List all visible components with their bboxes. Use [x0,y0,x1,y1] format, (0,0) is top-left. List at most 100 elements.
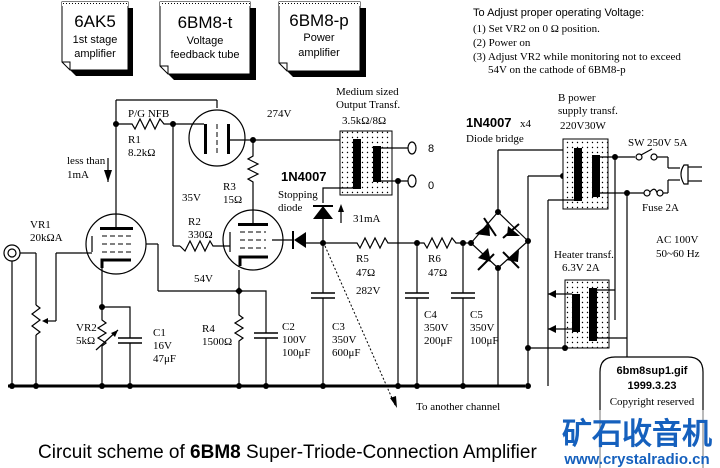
note-6bm8-p: 6BM8-p Power amplifier [278,1,366,77]
instruction-step: (1) Set VR2 on 0 Ω position. [473,23,600,35]
voltage-282v: 282V [356,285,381,297]
c1-name: C1 [153,327,166,339]
instruction-step: 54V on the cathode of 6BM8-p [488,64,626,76]
c5-name: C5 [470,309,483,321]
diode-1n4007-label: 1N4007 [281,169,327,184]
c1-capacitance: 47μF [153,353,176,365]
tube-6bm8-triode [188,109,253,167]
title-bold: 6BM8 [190,442,241,463]
r6-name: R6 [428,253,441,265]
another-channel-label: To another channel [416,401,500,413]
vr1-potentiometer: VR1 20kΩA [30,219,82,386]
r1-value: 8.2kΩ [128,147,155,159]
power-switch[interactable]: SW 250V 5A [628,137,688,161]
voltage-274v: 274V [267,108,292,120]
fuse-label: Fuse 2A [642,202,679,214]
bridge-x4: x4 [520,118,532,130]
heater-label-2: 6.3V 2A [562,262,600,274]
tube-6bm8-pentode [222,209,293,271]
current-31ma: 31mA [353,213,381,225]
r3-name: R3 [223,181,236,193]
bpower-label-2: supply transf. [558,105,618,117]
stamp-box: 6bm8sup1.gif 1999.3.23 Copyright reserve… [599,356,704,468]
pg-nfb-label: P/G NFB [128,108,169,120]
stopping-label-2: diode [278,202,303,214]
c3-capacitor: C3 350V 600μF [311,243,361,386]
output-transformer: Medium sized Output Transf. 3.5kΩ/8Ω 8 0 [336,86,434,196]
instruction-step: (3) Adjust VR2 while monitoring not to e… [473,51,681,63]
vr1-value: 20kΩA [30,232,63,244]
bpower-rating: 220V30W [560,120,606,132]
vr1-name: VR1 [30,219,51,231]
instruction-step: (2) Power on [473,37,531,49]
ac-plug: AC 100V 50~60 Hz [656,157,702,260]
voltage-54v: 54V [194,273,213,285]
r4-name: R4 [202,323,215,335]
watermark: 矿石收音机 www.crystalradio.cn [555,410,720,468]
ac-label-1: AC 100V [656,234,699,246]
watermark-url: www.crystalradio.cn [563,451,709,468]
r3-value: 15Ω [223,194,242,206]
tap-0: 0 [428,180,434,192]
bpower-label-1: B power [558,92,596,104]
c5-capacitance: 100μF [470,335,499,347]
c2-capacitor: C2 100V 100μF [239,290,311,386]
another-channel-line [324,245,396,406]
r1-name: R1 [128,134,141,146]
instructions-title: To Adjust proper operating Voltage: [473,7,644,19]
c3-name: C3 [332,321,345,333]
r6-value: 47Ω [428,267,447,279]
stamp-filename: 6bm8sup1.gif [617,365,688,377]
note-line: 1st stage [73,34,118,46]
c4-capacitor: C4 350V 200μF [405,243,453,386]
note-line: amplifier [298,47,340,59]
note-6bm8-t: 6BM8-t Voltage feedback tube [159,1,256,80]
c1-voltage: 16V [153,340,172,352]
output-transf-label-1: Medium sized [336,86,399,98]
note-line: Voltage [187,35,224,47]
r6-resistor: R6 47Ω [417,236,463,279]
note-line: feedback tube [170,49,239,61]
tap-8: 8 [428,143,434,155]
c4-capacitance: 200μF [424,335,453,347]
r2-resistor: R2 330Ω [179,216,223,253]
fuse: Fuse 2A [642,188,679,214]
stamp-copyright: Copyright reserved [610,396,695,408]
c5-capacitor: C5 350V 100μF [451,243,499,386]
r1-resistor: P/G NFB R1 8.2kΩ [116,108,204,159]
heater-transformer: Heater transf. 6.3V 2A [525,249,627,351]
note-line: Power [303,32,335,44]
note-line: amplifier [74,48,116,60]
note-6ak5: 6AK5 1st stage amplifier [61,1,133,76]
r4-value: 1500Ω [202,336,232,348]
r5-name: R5 [356,253,369,265]
c2-name: C2 [282,321,295,333]
vr2-variable-resistor: VR2 5kΩ [76,307,119,386]
r2-value: 330Ω [188,229,213,241]
title-prefix: Circuit scheme of [38,442,190,463]
vr2-value: 5kΩ [76,335,95,347]
current-1ma: 1mA [67,169,89,181]
screen-diode [292,231,323,249]
voltage-35v: 35V [182,192,201,204]
r2-name: R2 [188,216,201,228]
c4-voltage: 350V [424,322,449,334]
watermark-cn: 矿石收音机 [562,417,712,451]
r3-resistor: R3 15Ω [223,140,260,210]
note-tube: 6BM8-t [178,13,233,32]
c4-name: C4 [424,309,437,321]
instructions: To Adjust proper operating Voltage: (1) … [473,7,681,76]
c2-capacitance: 100μF [282,347,311,359]
diode-bridge: 1N4007 x4 Diode bridge [466,115,532,271]
ac-label-2: 50~60 Hz [656,248,700,260]
c3-voltage: 350V [332,334,357,346]
heater-label-1: Heater transf. [554,249,614,261]
input-jack [3,244,37,386]
title-suffix: Super-Triode-Connection Amplifier [241,442,538,463]
current-less-than: less than [67,155,106,167]
stopping-label-1: Stopping [278,189,318,201]
r5-resistor: R5 47Ω 282V [323,236,396,297]
stamp-date: 1999.3.23 [628,380,677,392]
